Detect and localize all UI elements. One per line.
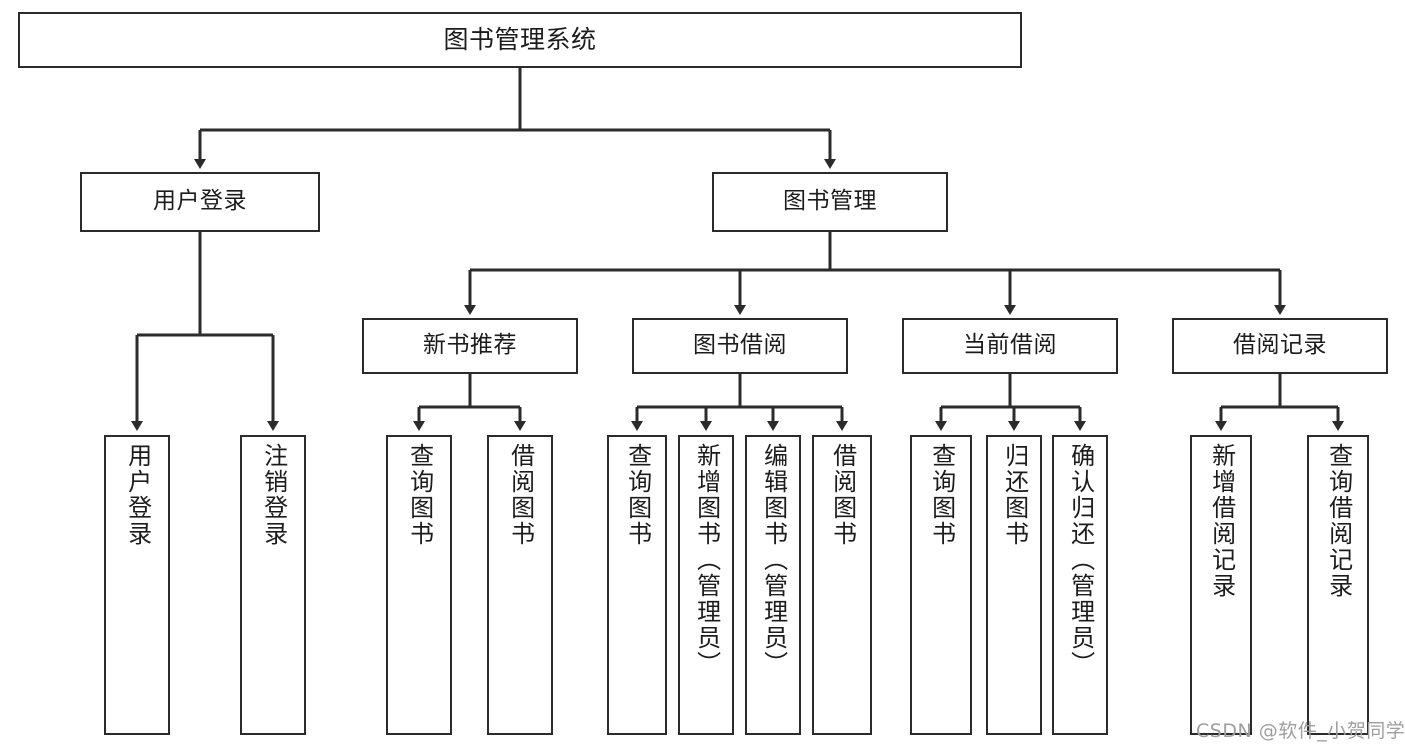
leaf-edit-book-label: 编辑图书（管理员） (759, 443, 788, 677)
node-user-login-label: 用户登录 (153, 188, 247, 215)
leaf-borrow-book-rec-label: 借阅图书 (506, 443, 535, 547)
leaf-query-book-rec[interactable]: 查询图书 (386, 435, 452, 735)
node-borrow-record[interactable]: 借阅记录 (1172, 318, 1388, 374)
leaf-user-login[interactable]: 用户登录 (104, 435, 170, 735)
leaf-add-book[interactable]: 新增图书（管理员） (678, 435, 734, 735)
node-new-book-rec-label: 新书推荐 (423, 332, 517, 359)
node-current-borrow-label: 当前借阅 (963, 332, 1057, 359)
leaf-borrow-book-rec[interactable]: 借阅图书 (487, 435, 553, 735)
leaf-logout-label: 注销登录 (259, 443, 288, 547)
leaf-confirm-return[interactable]: 确认归还（管理员） (1052, 435, 1108, 735)
node-root[interactable]: 图书管理系统 (18, 12, 1022, 68)
leaf-borrow-book[interactable]: 借阅图书 (812, 435, 872, 735)
leaf-add-record[interactable]: 新增借阅记录 (1190, 435, 1252, 735)
leaf-query-book-borrow[interactable]: 查询图书 (607, 435, 667, 735)
leaf-add-book-label: 新增图书（管理员） (692, 443, 721, 677)
leaf-query-book-borrow-label: 查询图书 (623, 443, 652, 547)
node-book-manage-label: 图书管理 (783, 188, 877, 215)
leaf-add-record-label: 新增借阅记录 (1207, 443, 1236, 599)
leaf-query-book-current-label: 查询图书 (927, 443, 956, 547)
node-root-label: 图书管理系统 (443, 25, 597, 54)
leaf-query-book-current[interactable]: 查询图书 (910, 435, 972, 735)
leaf-logout[interactable]: 注销登录 (240, 435, 306, 735)
leaf-query-book-rec-label: 查询图书 (405, 443, 434, 547)
leaf-query-record-label: 查询借阅记录 (1324, 443, 1353, 599)
node-book-manage[interactable]: 图书管理 (712, 172, 948, 232)
node-new-book-rec[interactable]: 新书推荐 (362, 318, 578, 374)
leaf-edit-book[interactable]: 编辑图书（管理员） (745, 435, 801, 735)
node-current-borrow[interactable]: 当前借阅 (902, 318, 1118, 374)
leaf-query-record[interactable]: 查询借阅记录 (1307, 435, 1369, 735)
leaf-confirm-return-label: 确认归还（管理员） (1066, 443, 1095, 677)
node-borrow-record-label: 借阅记录 (1233, 332, 1327, 359)
node-user-login[interactable]: 用户登录 (80, 172, 320, 232)
node-book-borrow-label: 图书借阅 (693, 332, 787, 359)
leaf-return-book[interactable]: 归还图书 (986, 435, 1042, 735)
leaf-user-login-label: 用户登录 (123, 443, 152, 547)
leaf-return-book-label: 归还图书 (1000, 443, 1029, 547)
node-book-borrow[interactable]: 图书借阅 (632, 318, 848, 374)
leaf-borrow-book-label: 借阅图书 (828, 443, 857, 547)
csdn-watermark: CSDN @软件_小贺同学 (1196, 720, 1405, 742)
